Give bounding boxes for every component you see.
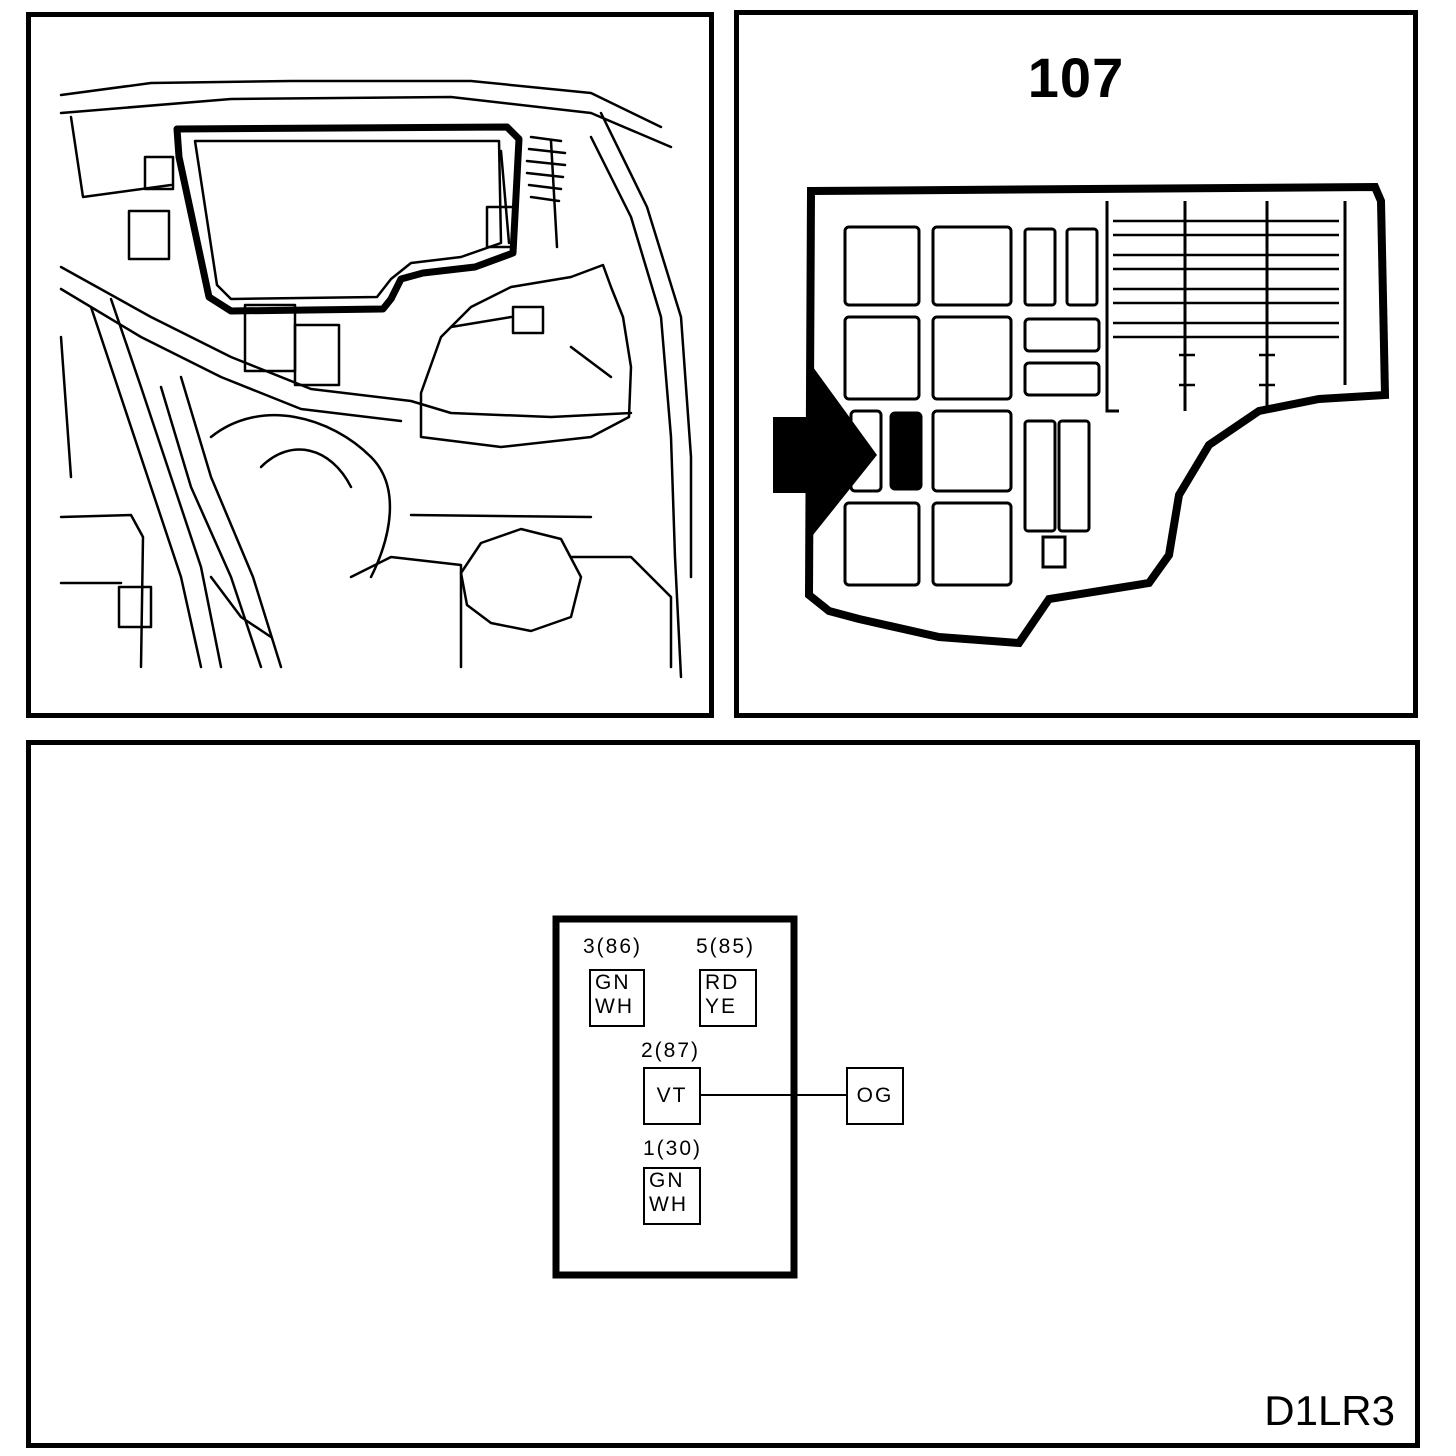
highlighted-relay-slot (889, 411, 923, 491)
fuse-box-diagram (804, 182, 1390, 648)
diagram-code: D1LR3 (1264, 1387, 1395, 1434)
pin-3-wire-colors: GN WH (589, 969, 645, 1027)
pin-1-wire-colors: GN WH (643, 1167, 701, 1225)
fuse-box-outline (804, 182, 1390, 648)
pin-2-label: 2(87) (641, 1039, 701, 1062)
fuse-box-number: 107 (1027, 46, 1125, 109)
pin-3-label: 3(86) (583, 935, 643, 958)
engine-bay-illustration-panel (26, 12, 714, 718)
connector-pinout-panel: 3(86) GN WH 5(85) RD YE 2(87) VT OG 1(30… (26, 740, 1420, 1448)
pin-5-wire-colors: RD YE (699, 969, 757, 1027)
fuse-box-location-panel: 107 (734, 10, 1418, 718)
pin-1-label: 1(30) (643, 1137, 703, 1160)
pin-2-wire-color: VT (643, 1067, 701, 1125)
connector-frame (552, 915, 846, 1279)
pin-5-label: 5(85) (696, 935, 756, 958)
external-wire-color: OG (846, 1067, 904, 1125)
engine-bay-illustration (59, 79, 693, 679)
location-arrow-icon (773, 367, 877, 535)
